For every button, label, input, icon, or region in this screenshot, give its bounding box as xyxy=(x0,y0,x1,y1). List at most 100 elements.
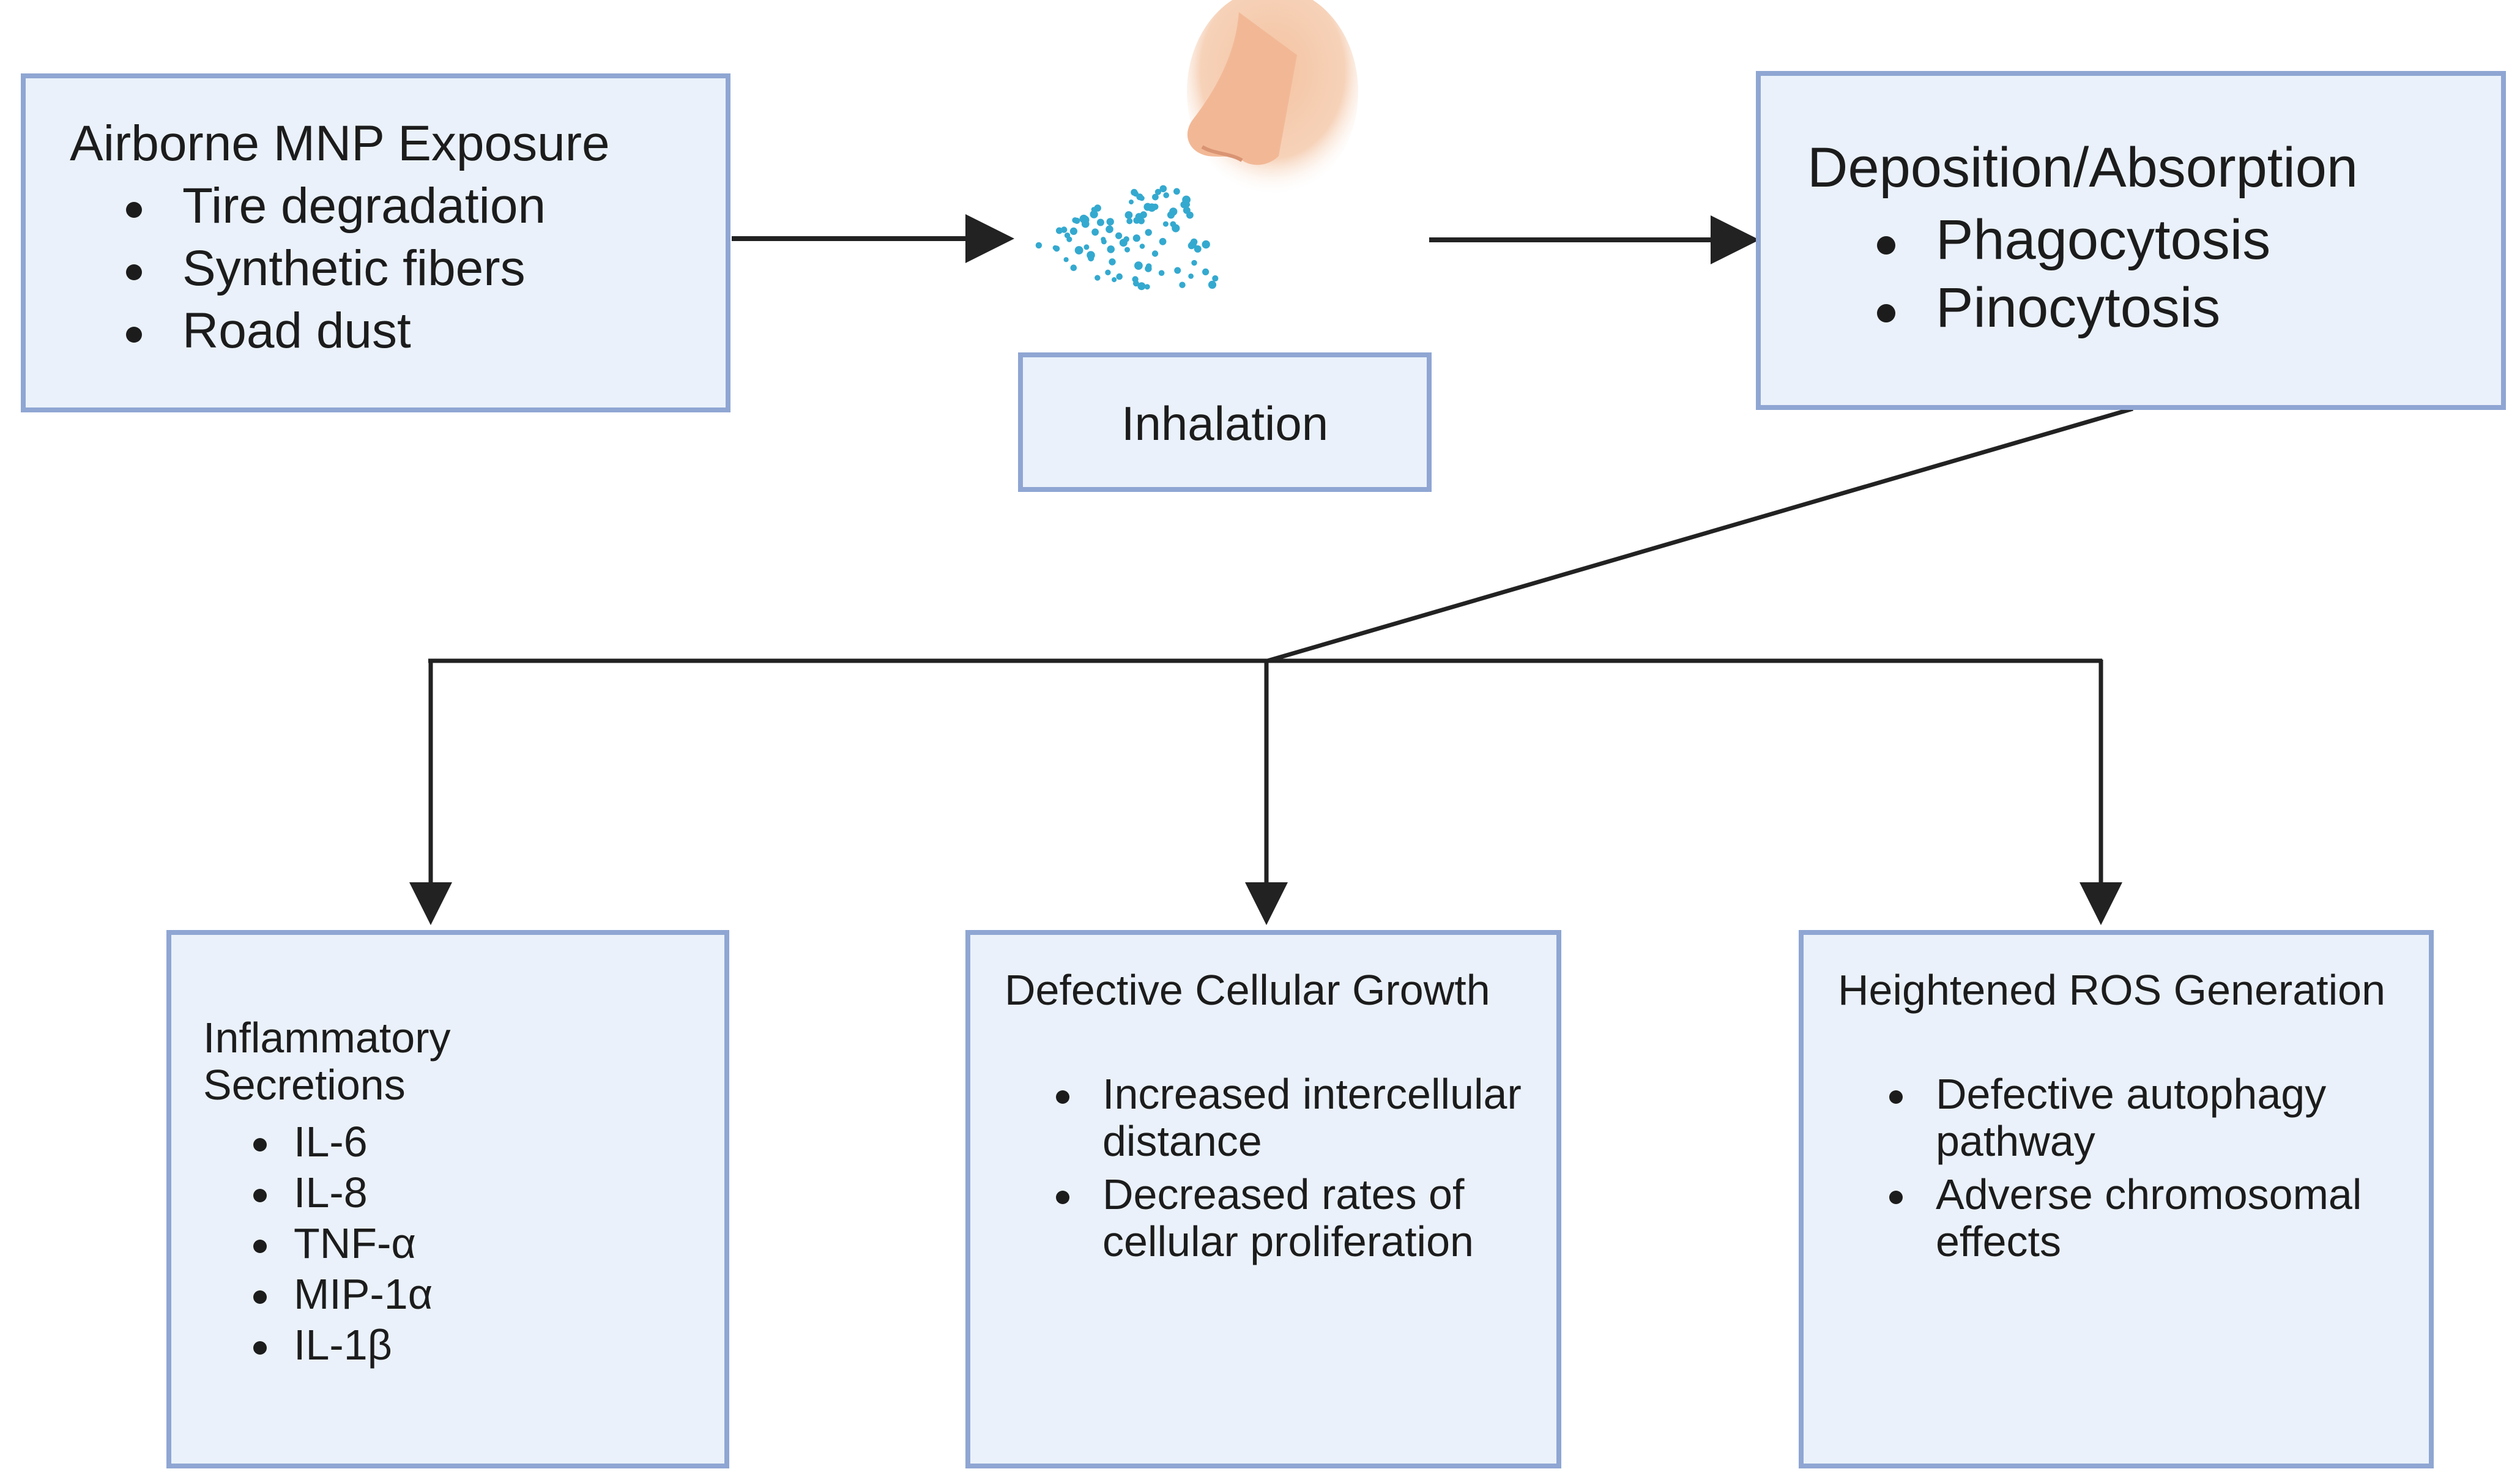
particle-dot xyxy=(1202,268,1210,275)
particle-dot xyxy=(1069,227,1077,235)
list-item: Tire degradation xyxy=(125,178,546,234)
inflammatory-title: Inflammatory Secretions xyxy=(203,1014,451,1109)
particle-dot xyxy=(1139,244,1145,249)
particle-dot xyxy=(1124,247,1130,253)
list-item: Phagocytosis xyxy=(1876,209,2271,271)
ros-title: Heightened ROS Generation xyxy=(1838,966,2385,1014)
particle-dot xyxy=(1134,261,1143,270)
list-item: Decreased rates of cellular proliferatio… xyxy=(1056,1171,1543,1265)
deposition-box: Deposition/Absorption Phagocytosis Pinoc… xyxy=(1756,71,2506,410)
particle-dot xyxy=(1106,225,1113,234)
particle-dot xyxy=(1091,207,1097,212)
list-item: Pinocytosis xyxy=(1876,277,2270,339)
particle-dot xyxy=(1144,284,1150,290)
nose-icon xyxy=(1187,0,1358,196)
particle-dot xyxy=(1139,195,1145,201)
particle-dot xyxy=(1054,245,1060,252)
particle-dot xyxy=(1143,203,1152,211)
particle-dot xyxy=(1182,195,1191,204)
particle-dot xyxy=(1145,263,1152,270)
particle-dot xyxy=(1109,258,1116,266)
particle-dot xyxy=(1087,251,1095,259)
particle-dot xyxy=(1169,207,1178,216)
exposure-list: Tire degradation Synthetic fibers Road d… xyxy=(125,178,546,366)
particle-dot xyxy=(1174,267,1181,274)
growth-title: Defective Cellular Growth xyxy=(1005,966,1490,1014)
particle-spray-icon xyxy=(1035,185,1219,291)
particle-dot xyxy=(1135,215,1141,220)
list-item: Increased intercellular distance xyxy=(1056,1071,1543,1165)
connector-deposition-to-branch xyxy=(1267,406,2133,663)
list-item: IL-8 xyxy=(253,1169,433,1216)
deposition-title: Deposition/Absorption xyxy=(1807,136,2358,199)
particle-dot xyxy=(1212,275,1219,282)
particle-dot xyxy=(1186,211,1194,219)
particle-dot xyxy=(1188,273,1194,279)
inflammatory-list: IL-6 IL-8 TNF-α MIP-1α IL-1β xyxy=(253,1118,433,1372)
particle-dot xyxy=(1154,188,1161,195)
ros-box: Heightened ROS Generation Defective auto… xyxy=(1799,930,2434,1468)
inflammatory-box: Inflammatory Secretions IL-6 IL-8 TNF-α … xyxy=(166,930,729,1468)
particle-dot xyxy=(1101,237,1106,242)
particle-dot xyxy=(1145,229,1152,236)
particle-dot xyxy=(1095,275,1101,281)
particle-dot xyxy=(1159,237,1167,245)
list-item: MIP-1α xyxy=(253,1270,433,1318)
particle-dot xyxy=(1123,236,1129,242)
particle-dot xyxy=(1107,245,1115,253)
list-item: Defective autophagy pathway xyxy=(1889,1071,2413,1165)
exposure-title: Airborne MNP Exposure xyxy=(70,116,610,171)
particle-dot xyxy=(1061,226,1068,233)
particle-dot xyxy=(1202,240,1210,249)
deposition-list: Phagocytosis Pinocytosis xyxy=(1876,209,2271,345)
particle-dot xyxy=(1132,234,1140,242)
particle-dot xyxy=(1083,244,1090,250)
particle-dot xyxy=(1162,221,1169,227)
list-item: TNF-α xyxy=(253,1220,433,1267)
particle-dot xyxy=(1126,218,1133,225)
particle-dot xyxy=(1063,257,1069,262)
particle-dot xyxy=(1163,192,1169,198)
particle-dot xyxy=(1090,210,1098,218)
particle-dot xyxy=(1096,218,1104,226)
particle-dot xyxy=(1124,211,1133,219)
particle-dot xyxy=(1152,203,1159,210)
particle-dot xyxy=(1170,221,1176,228)
particle-dot xyxy=(1137,282,1146,291)
list-item: IL-6 xyxy=(253,1118,433,1166)
particle-dot xyxy=(1152,193,1159,201)
growth-box: Defective Cellular Growth Increased inte… xyxy=(965,930,1561,1468)
list-item: Adverse chromosomal effects xyxy=(1889,1171,2413,1265)
particle-dot xyxy=(1091,228,1099,236)
particle-dot xyxy=(1112,277,1117,283)
particle-dot xyxy=(1129,199,1134,205)
particle-dot xyxy=(1115,232,1123,239)
particle-dot xyxy=(1184,201,1191,207)
particle-dot xyxy=(1074,217,1080,224)
growth-list: Increased intercellular distance Decreas… xyxy=(1056,1071,1543,1271)
particle-dot xyxy=(1132,280,1139,287)
particle-dot xyxy=(1179,281,1186,288)
particle-dot xyxy=(1208,280,1217,289)
exposure-box: Airborne MNP Exposure Tire degradation S… xyxy=(21,73,730,412)
particle-dot xyxy=(1035,242,1043,249)
particle-dot xyxy=(1159,185,1167,193)
inhalation-title: Inhalation xyxy=(1121,396,1329,450)
list-item: Synthetic fibers xyxy=(125,240,546,296)
particle-dot xyxy=(1055,227,1063,234)
particle-dot xyxy=(1194,245,1202,253)
list-item: Road dust xyxy=(125,303,546,359)
list-item: IL-1β xyxy=(253,1322,433,1369)
inhalation-box: Inhalation xyxy=(1018,352,1432,492)
particle-dot xyxy=(1190,238,1198,246)
particle-dot xyxy=(1106,218,1114,226)
particle-dot xyxy=(1079,214,1088,223)
particle-dot xyxy=(1105,269,1111,275)
particle-dot xyxy=(1173,188,1180,195)
particle-dot xyxy=(1151,250,1159,257)
ros-list: Defective autophagy pathway Adverse chro… xyxy=(1889,1071,2413,1271)
particle-dot xyxy=(1074,246,1083,255)
particle-dot xyxy=(1158,270,1165,277)
particle-dot xyxy=(1070,264,1077,272)
particle-dot xyxy=(1066,236,1072,242)
